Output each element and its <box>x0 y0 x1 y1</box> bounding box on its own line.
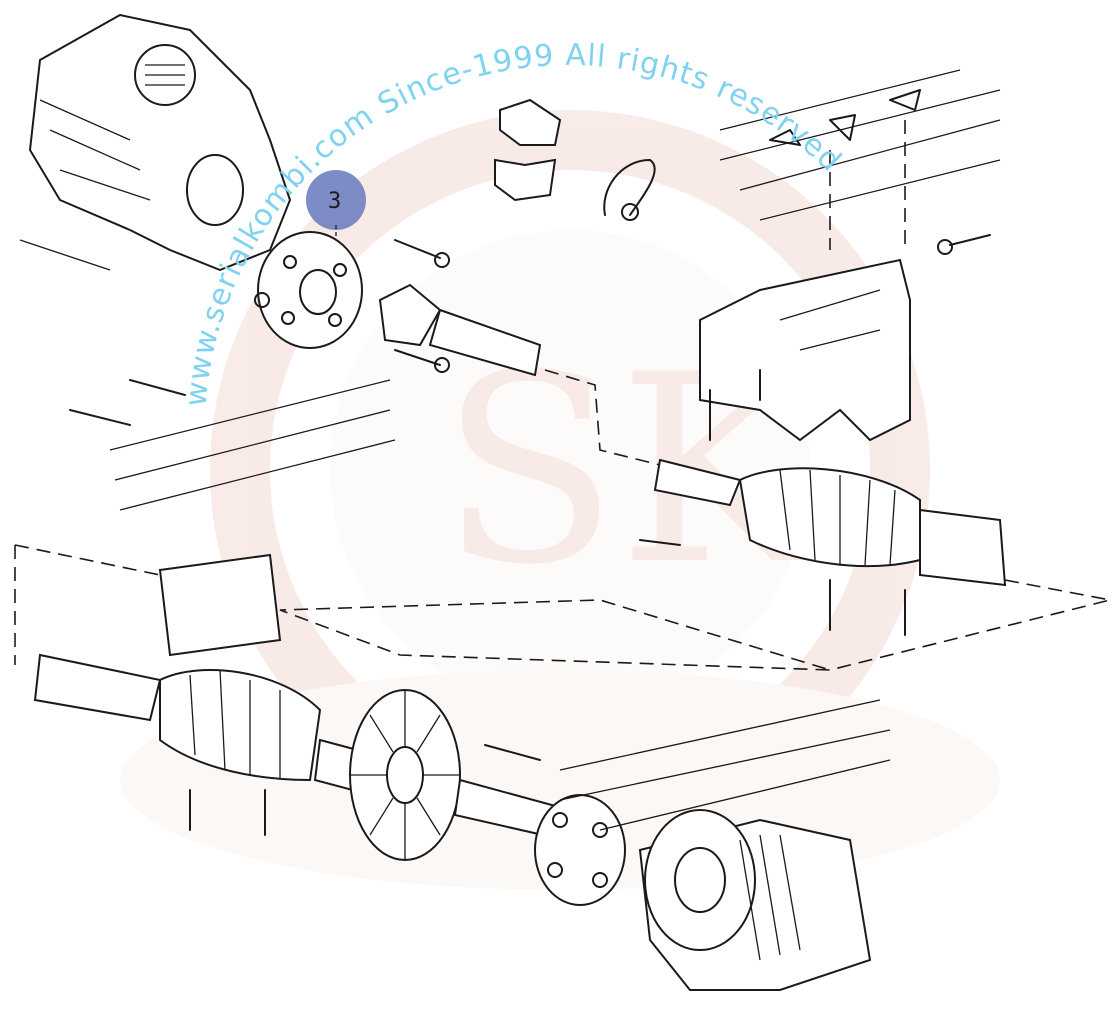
heat-shield-disc <box>349 689 461 861</box>
callout-label: 3 <box>328 189 341 214</box>
transmission-housing <box>19 14 291 271</box>
left-frame-rail <box>14 379 396 665</box>
right-frame-rail <box>719 69 1001 250</box>
front-flex-coupling <box>254 231 363 349</box>
differential <box>559 699 891 991</box>
assembly-line <box>544 369 661 466</box>
retaining-ring <box>603 159 656 216</box>
ring-bolt <box>621 203 639 221</box>
support-bracket <box>699 234 991 442</box>
assembly-line-lower <box>279 579 1111 671</box>
bearing-clamp <box>494 98 562 202</box>
front-shaft <box>378 239 542 377</box>
rear-flex-coupling <box>484 744 626 906</box>
callout-3[interactable]: 3 <box>306 170 366 245</box>
right-cv-joint <box>639 458 1007 636</box>
